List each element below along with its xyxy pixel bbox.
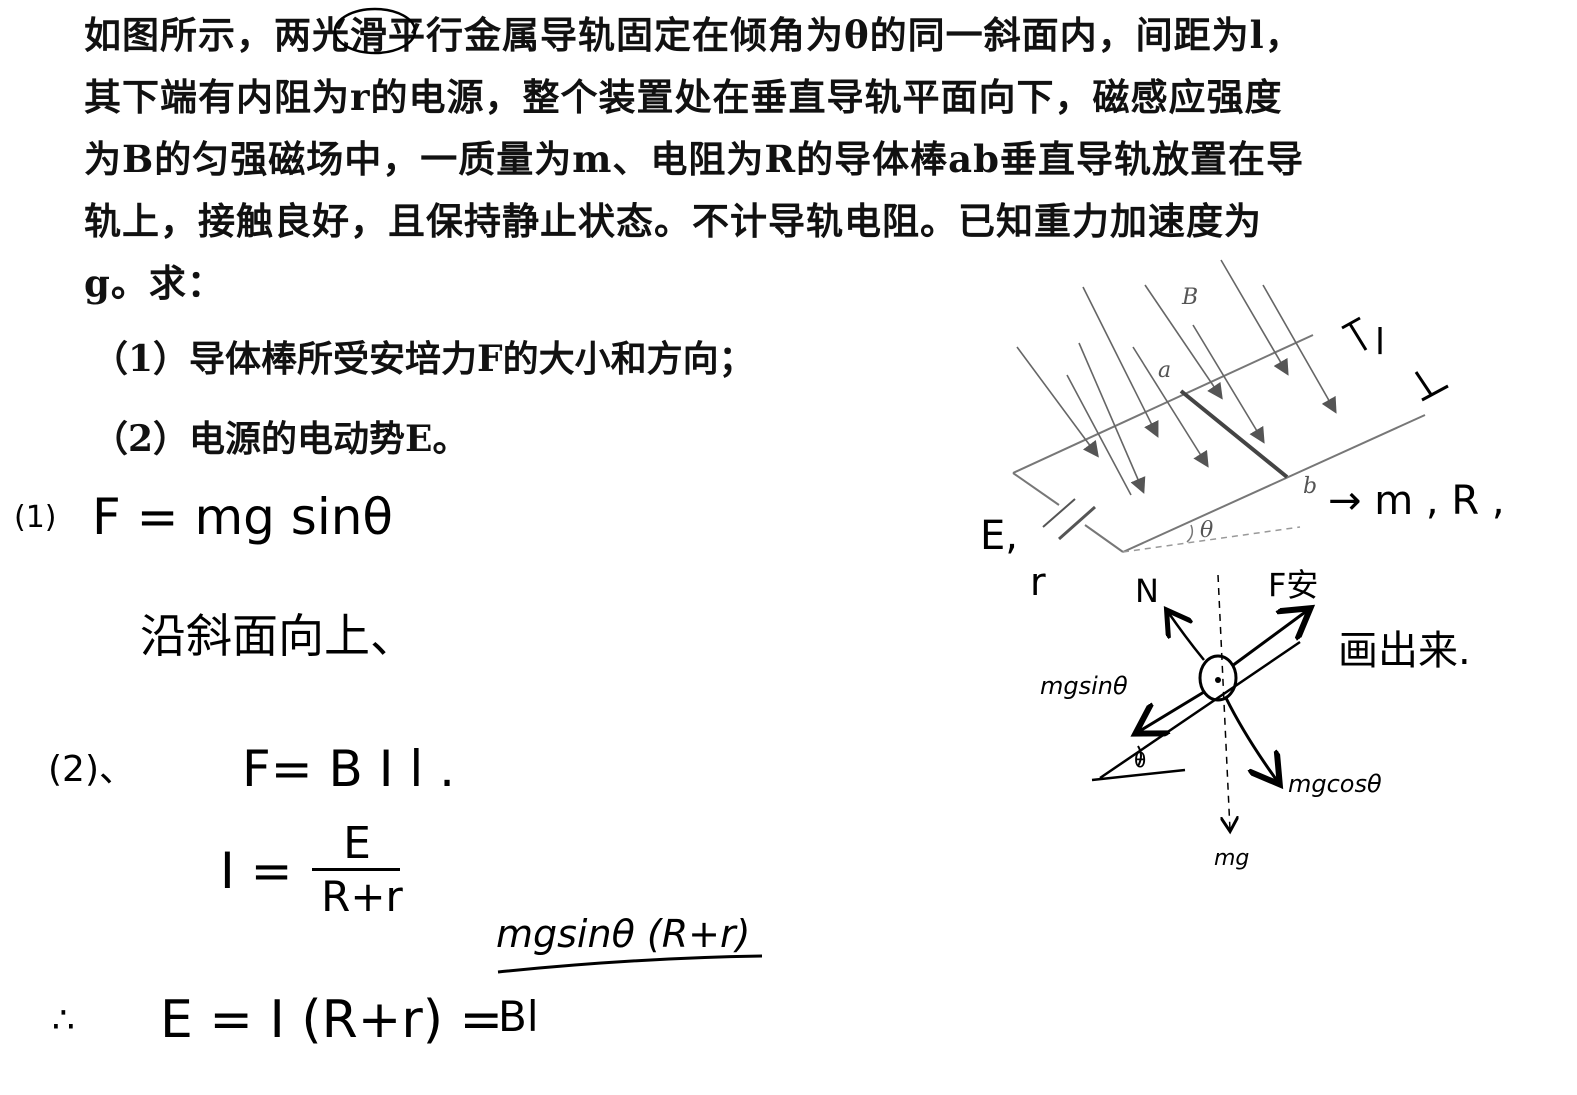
ans2-E-denominator: Bl xyxy=(498,992,539,1041)
fb-mgcos-label: mgcosθ xyxy=(1288,770,1382,798)
problem-line-5: g。求： xyxy=(84,261,225,305)
fb-mg-label: mg xyxy=(1214,846,1250,871)
ans1-direction: 沿斜面向上、 xyxy=(140,609,416,663)
fb-theta-label: θ xyxy=(1134,748,1147,772)
label-theta: θ xyxy=(1200,518,1214,543)
question-2: （2）电源的电动势E。 xyxy=(92,418,469,460)
hw-l-marks xyxy=(1341,316,1449,402)
ans2-I-lhs: I = xyxy=(220,842,293,900)
fb-N-label: N xyxy=(1135,572,1159,610)
problem-line-4: 轨上，接触良好，且保持静止状态。不计导轨电阻。已知重力加速度为 xyxy=(84,199,1262,243)
question-1: （1）导体棒所受安培力F的大小和方向； xyxy=(92,338,755,380)
ans2-I-fraction-bar xyxy=(312,868,400,871)
ans2-E-fraction-bar xyxy=(497,954,763,974)
ans1-equation: F = mg sinθ xyxy=(92,488,394,546)
label-b: b xyxy=(1303,474,1318,499)
hw-r-label: r xyxy=(1030,560,1046,604)
therefore-symbol: ∴ xyxy=(52,1000,75,1041)
hw-E-label: E, xyxy=(980,513,1018,559)
free-body-diagram xyxy=(1091,574,1410,850)
problem-text: 如图所示，两光滑平行金属导轨固定在倾角为θ的同一斜面内，间距为l， 其下端有内阻… xyxy=(84,4,1444,314)
ans2-I-numerator: E xyxy=(343,818,371,869)
fb-mgsin-label: mgsinθ xyxy=(1040,672,1128,700)
ans2-prefix: (2)、 xyxy=(48,749,135,790)
fb-note: 画出来. xyxy=(1338,628,1471,674)
problem-line-2: 其下端有内阻为r的电源，整个装置处在垂直导轨平面向下，磁感应强度 xyxy=(84,75,1283,119)
hw-l-label: l xyxy=(1375,322,1386,363)
rails-figure xyxy=(1012,259,1426,553)
ans2-I-denominator: R+r xyxy=(321,872,403,921)
label-B: B xyxy=(1182,285,1199,310)
ans2-eq1: F= B I l . xyxy=(242,740,456,798)
ans2-E-lhs: E = I (R+r) = xyxy=(160,990,504,1050)
hw-mR-label: → m , R , xyxy=(1328,478,1505,524)
label-a: a xyxy=(1158,358,1172,383)
highlight-circle xyxy=(333,7,417,55)
ans1-prefix: (1) xyxy=(14,500,57,535)
ans2-E-numerator: mgsinθ (R+r) xyxy=(496,912,751,956)
problem-line-3: 为B的匀强磁场中，一质量为m、电阻为R的导体棒ab垂直导轨放置在导 xyxy=(84,137,1305,181)
fb-F-label: F安 xyxy=(1268,566,1319,604)
problem-line-1: 如图所示，两光滑平行金属导轨固定在倾角为θ的同一斜面内，间距为l， xyxy=(84,13,1303,57)
